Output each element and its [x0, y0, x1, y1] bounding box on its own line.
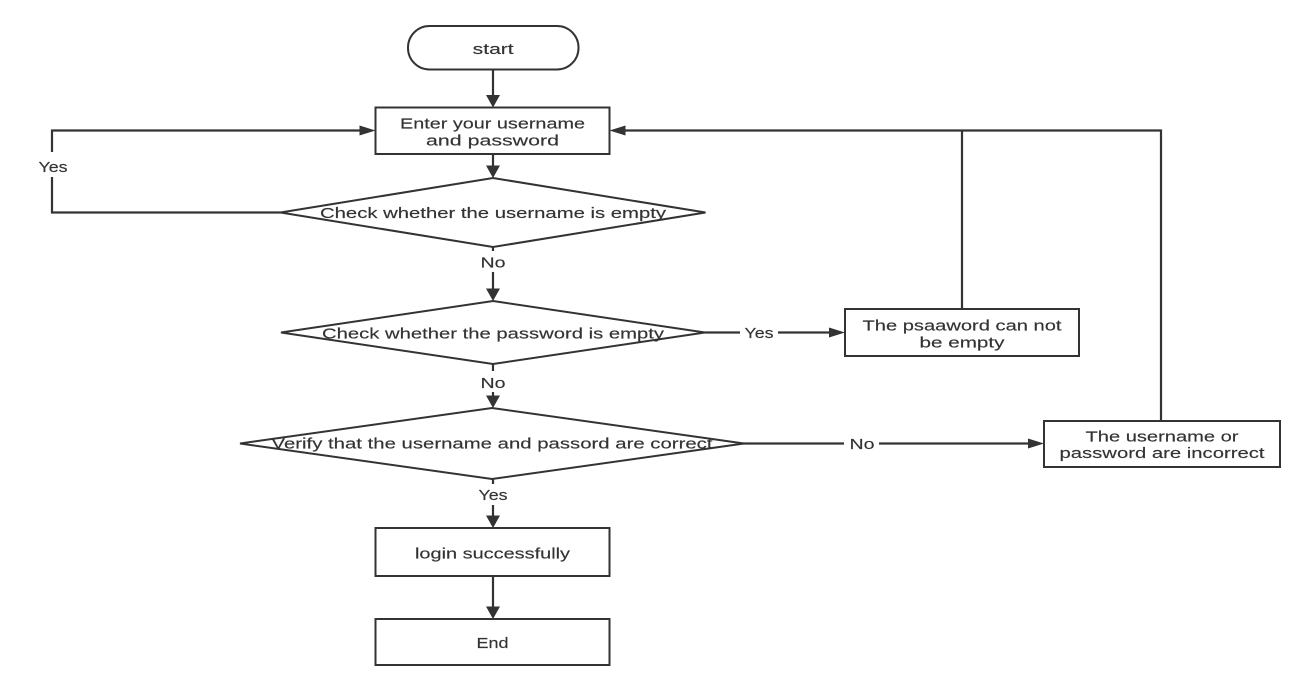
svg-text:be empty: be empty	[920, 335, 1006, 352]
svg-text:Verify that the username and p: Verify that the username and passord are…	[272, 436, 714, 453]
svg-text:Yes: Yes	[745, 325, 774, 342]
svg-text:Enter your username: Enter your username	[400, 116, 585, 133]
svg-text:No: No	[850, 436, 875, 453]
svg-text:login successfully: login successfully	[415, 546, 571, 563]
svg-text:Yes: Yes	[479, 487, 508, 504]
svg-text:The psaaword can not: The psaaword can not	[863, 318, 1063, 335]
svg-text:Check whether the password is: Check whether the password is empty	[322, 326, 665, 343]
svg-text:and password: and password	[426, 133, 559, 150]
svg-text:Check whether the username is: Check whether the username is empty	[320, 205, 667, 222]
svg-text:The username or: The username or	[1086, 429, 1239, 446]
svg-text:Yes: Yes	[39, 159, 68, 176]
svg-text:End: End	[477, 635, 509, 652]
svg-text:password are incorrect: password are incorrect	[1060, 445, 1266, 462]
svg-text:start: start	[473, 41, 515, 58]
svg-text:No: No	[481, 255, 506, 272]
svg-text:No: No	[481, 375, 506, 392]
